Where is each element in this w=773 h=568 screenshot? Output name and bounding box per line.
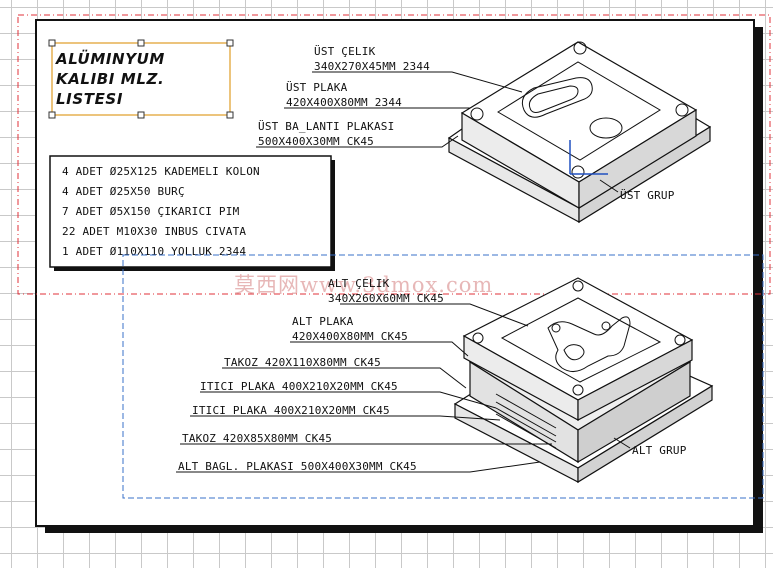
lower-callout-spec: TAKOZ 420X85X80MM CK45	[182, 432, 332, 445]
parts-list-item: 4 ADET Ø25X125 KADEMELI KOLON	[62, 165, 260, 178]
parts-list-box[interactable]: 4 ADET Ø25X125 KADEMELI KOLON 4 ADET Ø25…	[49, 155, 335, 271]
upper-callout-name: ÜST ÇELIK	[314, 45, 376, 58]
lower-callout-spec: 340X260X60MM CK45	[328, 292, 444, 305]
upper-group-selection[interactable]	[17, 14, 771, 295]
title-block[interactable]: ALÜMINYUM KALIBI MLZ. LISTESI	[48, 39, 234, 119]
upper-callout-leaders	[256, 71, 619, 193]
upper-callout-name: ÜST PLAKA	[286, 81, 348, 94]
lower-callout-spec: TAKOZ 420X110X80MM CK45	[224, 356, 381, 369]
upper-mold-drawing[interactable]	[447, 41, 712, 224]
upper-group-label: ÜST GRUP	[620, 189, 675, 202]
lower-group-label: ALT GRUP	[632, 444, 687, 457]
lower-callout-name: ALT PLAKA	[292, 315, 354, 328]
lower-group-selection[interactable]	[122, 254, 764, 499]
title-line-2: KALIBI MLZ.	[56, 70, 164, 88]
upper-callout-name: ÜST BA_LANTI PLAKASI	[258, 120, 394, 133]
lower-callout-leaders	[176, 303, 631, 473]
lower-callout-spec: ITICI PLAKA 400X210X20MM CK45	[192, 404, 390, 417]
upper-callout-spec: 420X400X80MM 2344	[286, 96, 402, 109]
lower-callout-spec: 420X400X80MM CK45	[292, 330, 408, 343]
lower-mold-drawing[interactable]	[453, 277, 714, 484]
lower-callout-spec: ALT BAGL. PLAKASI 500X400X30MM CK45	[178, 460, 417, 473]
parts-list-item: 22 ADET M10X30 INBUS CIVATA	[62, 225, 246, 238]
parts-list-item: 7 ADET Ø5X150 ÇIKARICI PIM	[62, 205, 240, 218]
parts-list-item: 4 ADET Ø25X50 BURÇ	[62, 185, 185, 198]
parts-list-item: 1 ADET Ø110X110 YOLLUK 2344	[62, 245, 246, 258]
upper-callout-spec: 500X400X30MM CK45	[258, 135, 374, 148]
title-line-3: LISTESI	[56, 90, 123, 108]
upper-callout-spec: 340X270X45MM 2344	[314, 60, 430, 73]
title-line-1: ALÜMINYUM	[55, 49, 165, 68]
lower-callout-spec: ITICI PLAKA 400X210X20MM CK45	[200, 380, 398, 393]
lower-callout-name: ALT ÇELIK	[328, 277, 390, 290]
watermark-text: 莫西网www.3dmox.com	[234, 273, 493, 297]
